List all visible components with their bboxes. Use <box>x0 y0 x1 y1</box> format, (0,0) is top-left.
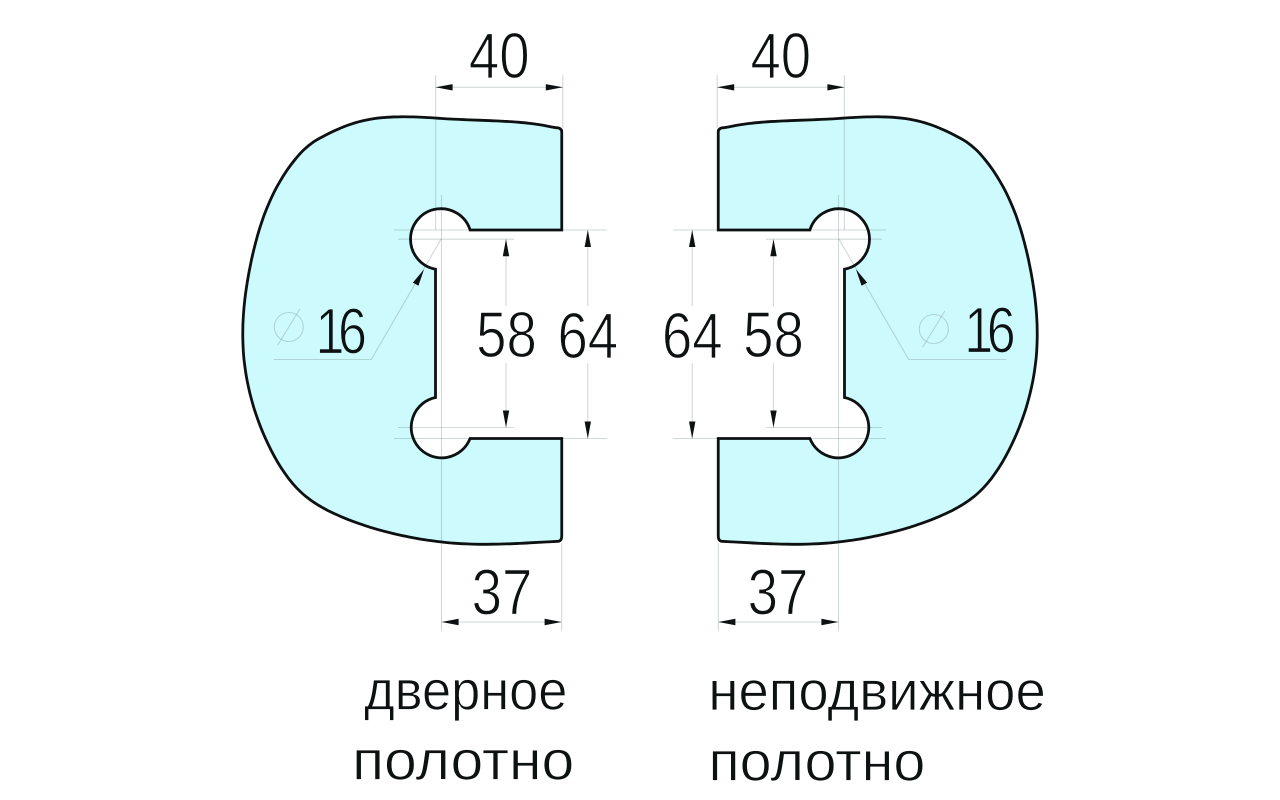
svg-text:дверное: дверное <box>364 660 567 722</box>
svg-text:58: 58 <box>476 299 537 372</box>
svg-text:58: 58 <box>743 299 804 372</box>
svg-text:16: 16 <box>964 295 1014 367</box>
svg-text:64: 64 <box>662 300 723 373</box>
svg-text:неподвижное: неподвижное <box>708 660 1045 723</box>
svg-text:40: 40 <box>469 20 530 93</box>
svg-text:полотно: полотно <box>352 730 574 792</box>
svg-text:37: 37 <box>472 556 533 629</box>
svg-text:37: 37 <box>748 556 809 629</box>
svg-text:16: 16 <box>316 296 366 368</box>
svg-text:полотно: полотно <box>709 730 926 792</box>
svg-text:40: 40 <box>750 20 811 93</box>
svg-text:64: 64 <box>557 300 618 373</box>
